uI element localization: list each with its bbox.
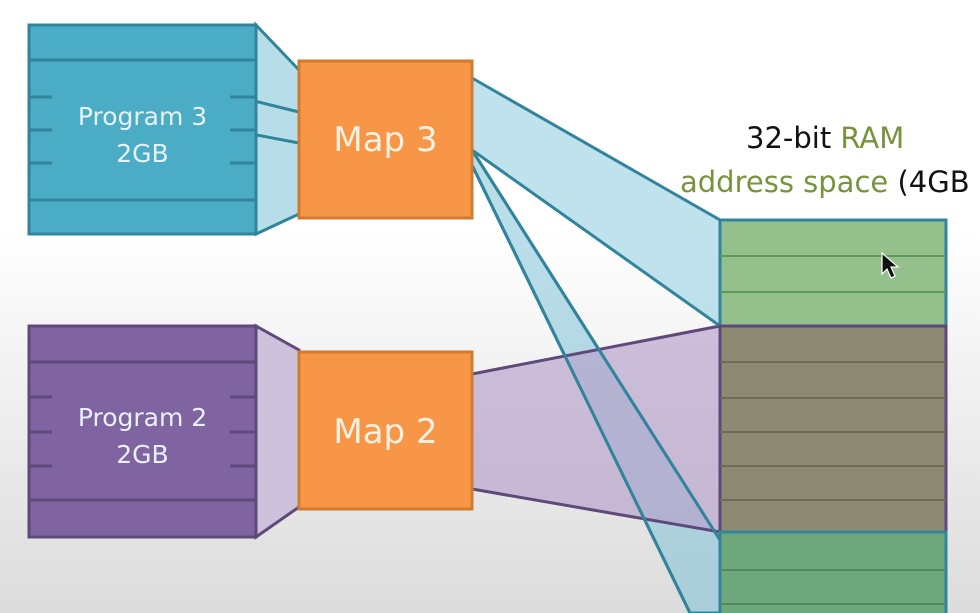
map3-lower-band-edge-a — [470, 149, 722, 541]
program2-block — [27, 324, 258, 539]
ram-title: 32-bit RAM address space (4GB — [680, 116, 980, 204]
program3-label: Program 3 2GB — [29, 98, 256, 172]
map3-label: Map 3 — [333, 120, 438, 160]
program2-name: Program 2 — [77, 403, 208, 432]
ram-top-green-block — [718, 218, 948, 328]
map2-to-ram-band — [470, 324, 722, 534]
program3-block — [27, 23, 258, 236]
map3-lower-band-edge-b — [470, 164, 692, 613]
program3-funnel — [254, 21, 301, 237]
program2-label: Program 2 2GB — [29, 399, 256, 473]
ram-title-accent-address: address space — [680, 165, 889, 199]
map3-box — [297, 59, 474, 220]
program2-funnel — [254, 323, 301, 540]
map2-label: Map 2 — [333, 412, 438, 452]
ram-title-accent-ram: RAM — [840, 121, 905, 155]
ram-gray-block — [718, 324, 948, 534]
map2-box — [297, 350, 474, 511]
program3-name: Program 3 — [77, 102, 208, 131]
mouse-cursor-icon — [881, 251, 900, 279]
ram-title-prefix: 32-bit — [746, 121, 841, 155]
program2-size: 2GB — [116, 440, 169, 469]
ram-lower-green-block — [718, 530, 948, 613]
program3-size: 2GB — [116, 139, 169, 168]
ram-title-suffix: (4GB — [888, 165, 970, 199]
